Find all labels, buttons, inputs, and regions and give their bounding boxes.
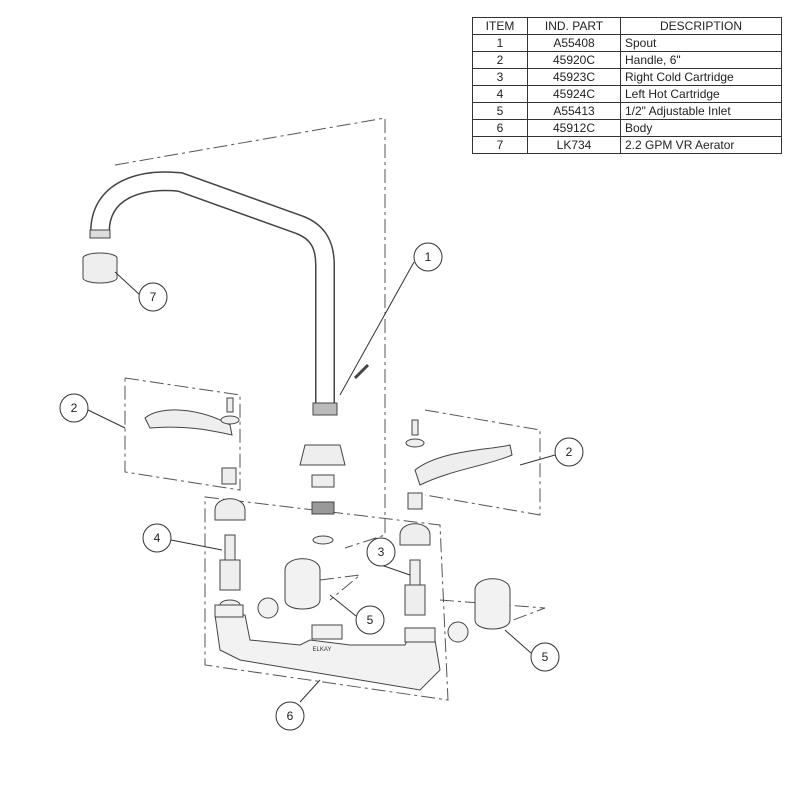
left-handle-assembly xyxy=(144,397,246,611)
svg-text:3: 3 xyxy=(378,545,385,559)
callout-1-spout: 1 xyxy=(413,242,443,272)
cell-description: 1/2" Adjustable Inlet xyxy=(620,102,782,120)
cell-description: Handle, 6" xyxy=(620,51,782,69)
cell-part: A55413 xyxy=(527,102,621,120)
header-part: IND. PART xyxy=(527,17,621,35)
left-handle-frame xyxy=(124,377,241,491)
svg-text:2: 2 xyxy=(71,401,78,415)
svg-text:2: 2 xyxy=(566,445,573,459)
cell-item: 6 xyxy=(472,119,528,137)
leader-lines xyxy=(87,261,556,703)
callout-2-left-handle: 2 xyxy=(59,393,89,423)
header-description: DESCRIPTION xyxy=(620,17,782,35)
spout-nut-stack xyxy=(299,363,370,545)
cell-part: 45912C xyxy=(527,119,621,137)
cell-item: 2 xyxy=(472,51,528,69)
cell-item: 1 xyxy=(472,34,528,52)
cell-item: 7 xyxy=(472,136,528,154)
cell-part: A55408 xyxy=(527,34,621,52)
right-handle-assembly xyxy=(399,419,513,616)
center-inlet-frame xyxy=(319,574,362,601)
svg-text:1: 1 xyxy=(425,250,432,264)
cell-part: 45923C xyxy=(527,68,621,86)
cell-part: LK734 xyxy=(527,136,621,154)
cell-item: 3 xyxy=(472,68,528,86)
header-item: ITEM xyxy=(472,17,528,35)
svg-text:5: 5 xyxy=(542,650,549,664)
callout-2-right-handle: 2 xyxy=(554,437,584,467)
svg-text:6: 6 xyxy=(287,709,294,723)
cell-part: 45924C xyxy=(527,85,621,103)
table-header-row: ITEM IND. PART DESCRIPTION xyxy=(472,17,782,35)
brand-mark: ELKAY xyxy=(313,647,332,653)
spout xyxy=(89,171,338,416)
body-frame xyxy=(204,496,449,701)
cell-item: 5 xyxy=(472,102,528,120)
callout-5-right-inlet: 5 xyxy=(530,642,560,672)
cell-description: Spout xyxy=(620,34,782,52)
spout-dashed-frame xyxy=(114,117,386,549)
right-handle-frame xyxy=(424,409,541,516)
cell-description: Left Hot Cartridge xyxy=(620,85,782,103)
callout-4-hot-cartridge: 4 xyxy=(142,523,172,553)
cell-description: 2.2 GPM VR Aerator xyxy=(620,136,782,154)
cell-part: 45920C xyxy=(527,51,621,69)
svg-text:5: 5 xyxy=(367,613,374,627)
callout-7-aerator: 7 xyxy=(138,282,168,312)
aerator xyxy=(82,252,118,284)
cell-item: 4 xyxy=(472,85,528,103)
svg-text:7: 7 xyxy=(150,290,157,304)
callout-6-body: 6 xyxy=(275,701,305,731)
cell-description: Right Cold Cartridge xyxy=(620,68,782,86)
callout-5-center-inlet: 5 xyxy=(355,605,385,635)
svg-text:4: 4 xyxy=(154,531,161,545)
cell-description: Body xyxy=(620,119,782,137)
callout-3-cold-cartridge: 3 xyxy=(366,537,396,567)
faucet-body xyxy=(214,558,511,691)
